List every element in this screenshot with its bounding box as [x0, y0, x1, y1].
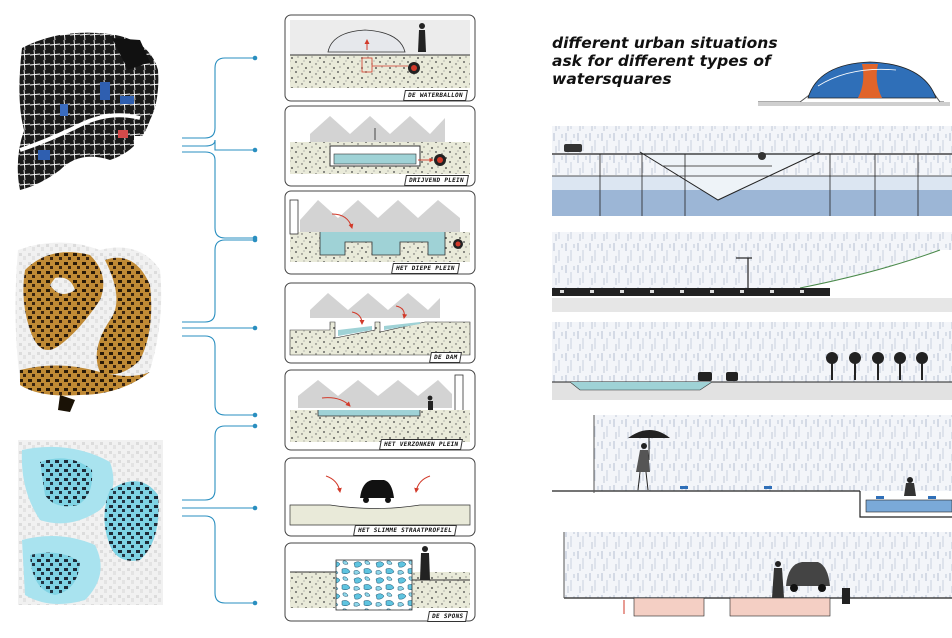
section-panel-3 — [552, 322, 952, 400]
card-waterballon — [285, 15, 475, 101]
section-panel-2 — [552, 232, 952, 312]
card-de-dam — [285, 283, 475, 363]
card-label-de-dam: DE DAM — [429, 352, 462, 363]
card-diepe-plein — [285, 191, 475, 274]
connector-lines — [182, 58, 255, 603]
card-drijvend-plein — [285, 106, 475, 186]
headline-line-2: ask for different types of — [552, 52, 792, 70]
section-panel-4 — [552, 415, 952, 517]
headline-line-1: different urban situations — [552, 34, 792, 52]
card-label-diepe-plein: HET DIEPE PLEIN — [391, 263, 460, 274]
section-panel-5 — [564, 532, 952, 616]
card-label-drijvend-plein: DRIJVEND PLEIN — [404, 175, 469, 186]
card-verzonken-plein — [285, 370, 475, 450]
map-ochre-ring — [15, 243, 161, 413]
section-panel-1 — [552, 126, 952, 216]
map-dark-blocks — [18, 33, 159, 190]
card-label-slimme-straatprofiel: HET SLIMME STRAATPROFIEL — [353, 525, 457, 536]
headline: different urban situations ask for diffe… — [552, 34, 792, 88]
card-label-de-spons: DE SPONS — [427, 611, 468, 622]
map-cyan-clusters — [18, 440, 163, 605]
card-de-spons — [285, 543, 475, 621]
card-label-waterballon: DE WATERBALLON — [403, 90, 468, 101]
card-label-verzonken-plein: HET VERZONKEN PLEIN — [379, 439, 463, 450]
connector-dots — [253, 56, 258, 606]
headline-line-3: watersquares — [552, 70, 792, 88]
